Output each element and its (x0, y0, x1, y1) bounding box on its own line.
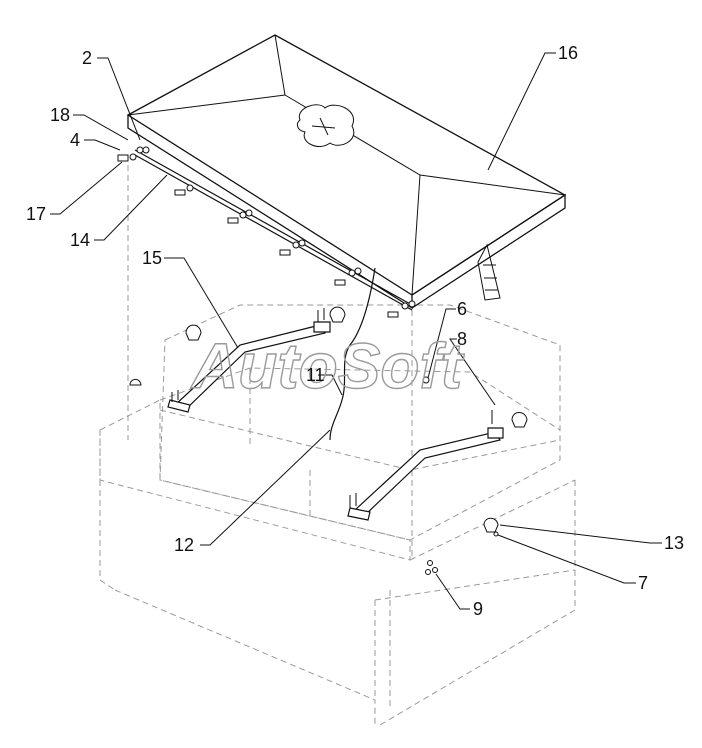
lid-cutaway (296, 104, 355, 147)
callout-2: 2 (82, 48, 92, 68)
callout-8: 8 (457, 329, 467, 349)
cable (329, 267, 376, 441)
callout-16: 16 (558, 43, 578, 63)
callout-14: 14 (70, 230, 90, 250)
callout-15: 15 (142, 248, 162, 268)
callout-11: 11 (306, 365, 325, 385)
callout-12: 12 (174, 535, 194, 555)
callout-4: 4 (70, 130, 80, 150)
bolt-row (117, 146, 416, 318)
leader-lines (50, 52, 662, 610)
lid-handle (477, 243, 501, 301)
callout-17: 17 (26, 204, 46, 224)
phantom-box (99, 165, 576, 726)
lid-cutaway-detail (311, 117, 336, 136)
callout-18: 18 (50, 105, 70, 125)
lid-cover (126, 34, 567, 310)
callout-7: 7 (638, 573, 648, 593)
watermark-text: AutoSoft (190, 330, 465, 402)
bracket-left (167, 321, 331, 413)
callout-labels: 2 18 4 17 14 16 15 6 8 11 12 13 7 9 (26, 43, 684, 619)
bracket-right (347, 427, 504, 521)
hinge-strip (134, 149, 413, 311)
callout-6: 6 (457, 299, 467, 319)
clamp-parts (129, 306, 528, 575)
small-screws (171, 308, 493, 508)
callout-13: 13 (664, 533, 684, 553)
callout-9: 9 (473, 599, 483, 619)
